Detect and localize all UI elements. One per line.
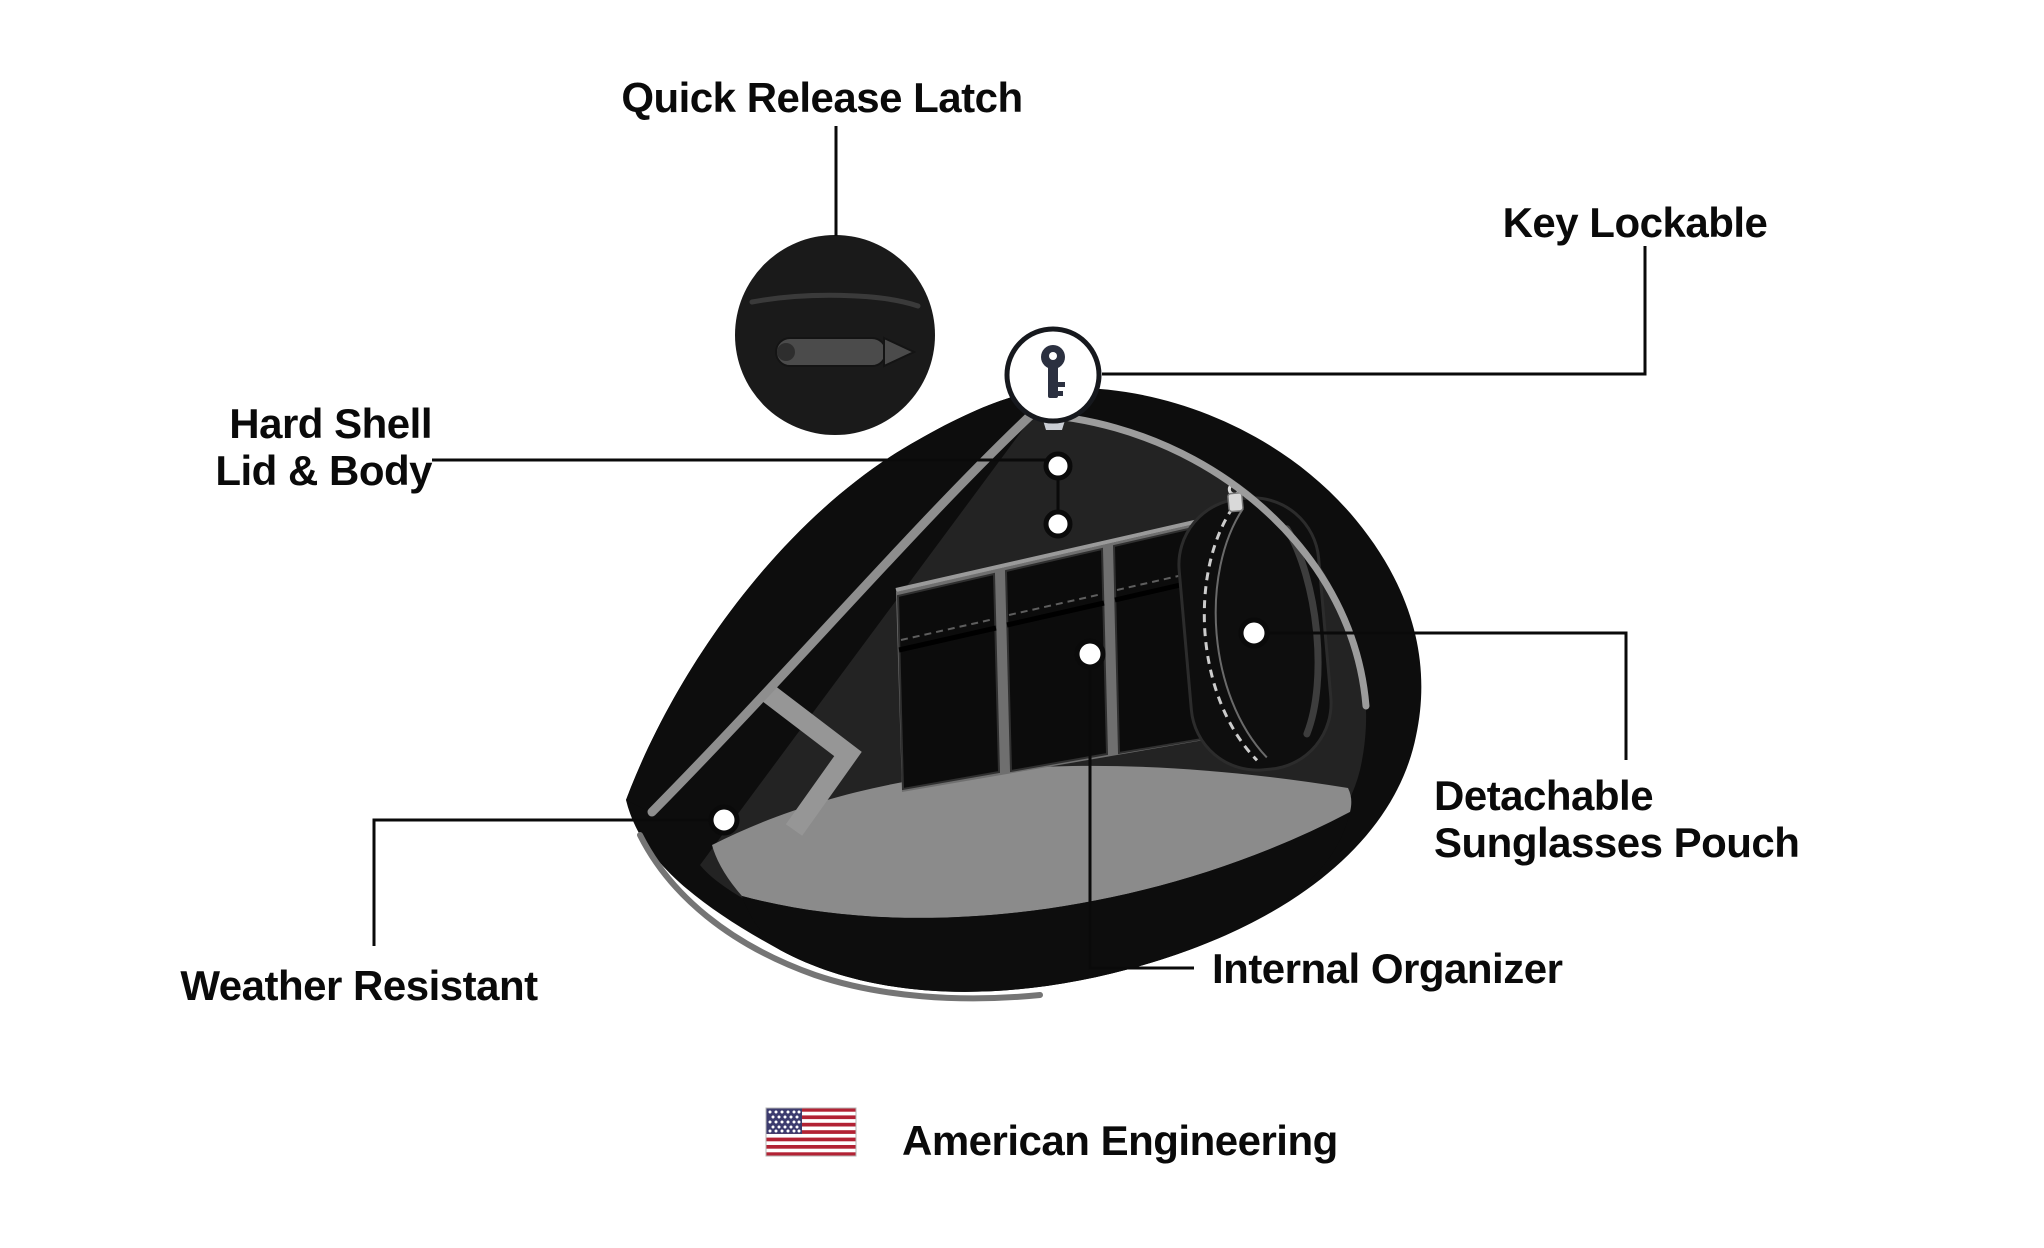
us-flag-icon — [765, 1107, 857, 1157]
label-hard-shell-line1: Hard Shell — [229, 400, 432, 447]
label-detachable-line2: Sunglasses Pouch — [1434, 819, 1800, 866]
saddlebag-lid — [626, 388, 1060, 814]
label-hard-shell-line2: Lid & Body — [215, 447, 432, 494]
key-icon — [1004, 326, 1102, 430]
label-internal-organizer: Internal Organizer — [1212, 945, 1563, 992]
callout-line-key-lockable — [1102, 246, 1647, 376]
label-key-lockable: Key Lockable — [1502, 199, 1768, 246]
flag-canton — [766, 1108, 802, 1134]
label-quick-release-latch: Quick Release Latch — [621, 74, 1023, 121]
pouch-zipper — [1202, 506, 1259, 762]
anchor-dot-pouch — [1238, 617, 1270, 649]
anchor-dot-organizer — [1074, 638, 1106, 670]
organizer-pocket-2 — [1004, 547, 1109, 773]
callout-anchor-dots — [708, 451, 1270, 836]
callout-line-sunglasses-pouch — [1267, 631, 1628, 760]
callout-line-weather-resistant — [372, 818, 711, 946]
bottom-piping-line — [637, 832, 1043, 1002]
anchor-dot-weather — [708, 804, 740, 836]
label-weather-resistant: Weather Resistant — [180, 962, 538, 1009]
label-american-engineering: American Engineering — [902, 1117, 1338, 1164]
organizer-pocket-1 — [896, 572, 1001, 791]
anchor-dot-lid — [1043, 451, 1073, 481]
label-detachable-line1: Detachable — [1434, 772, 1654, 819]
organizer-pockets — [896, 522, 1216, 791]
saddlebag-interior-floor — [712, 765, 1352, 918]
label-hard-shell-lid-body: Hard Shell Lid & Body — [132, 400, 432, 494]
anchor-dot-body — [1043, 509, 1073, 539]
label-detachable-sunglasses-pouch: Detachable Sunglasses Pouch — [1434, 772, 1800, 866]
quick-release-latch-detail-icon — [735, 235, 935, 435]
callout-line-internal-organizer — [1088, 667, 1194, 970]
opening-rim-line — [1028, 410, 1370, 710]
callout-lines — [372, 126, 1647, 970]
saddlebag-lower-shell — [742, 812, 1350, 992]
flag-stars — [768, 1110, 801, 1133]
